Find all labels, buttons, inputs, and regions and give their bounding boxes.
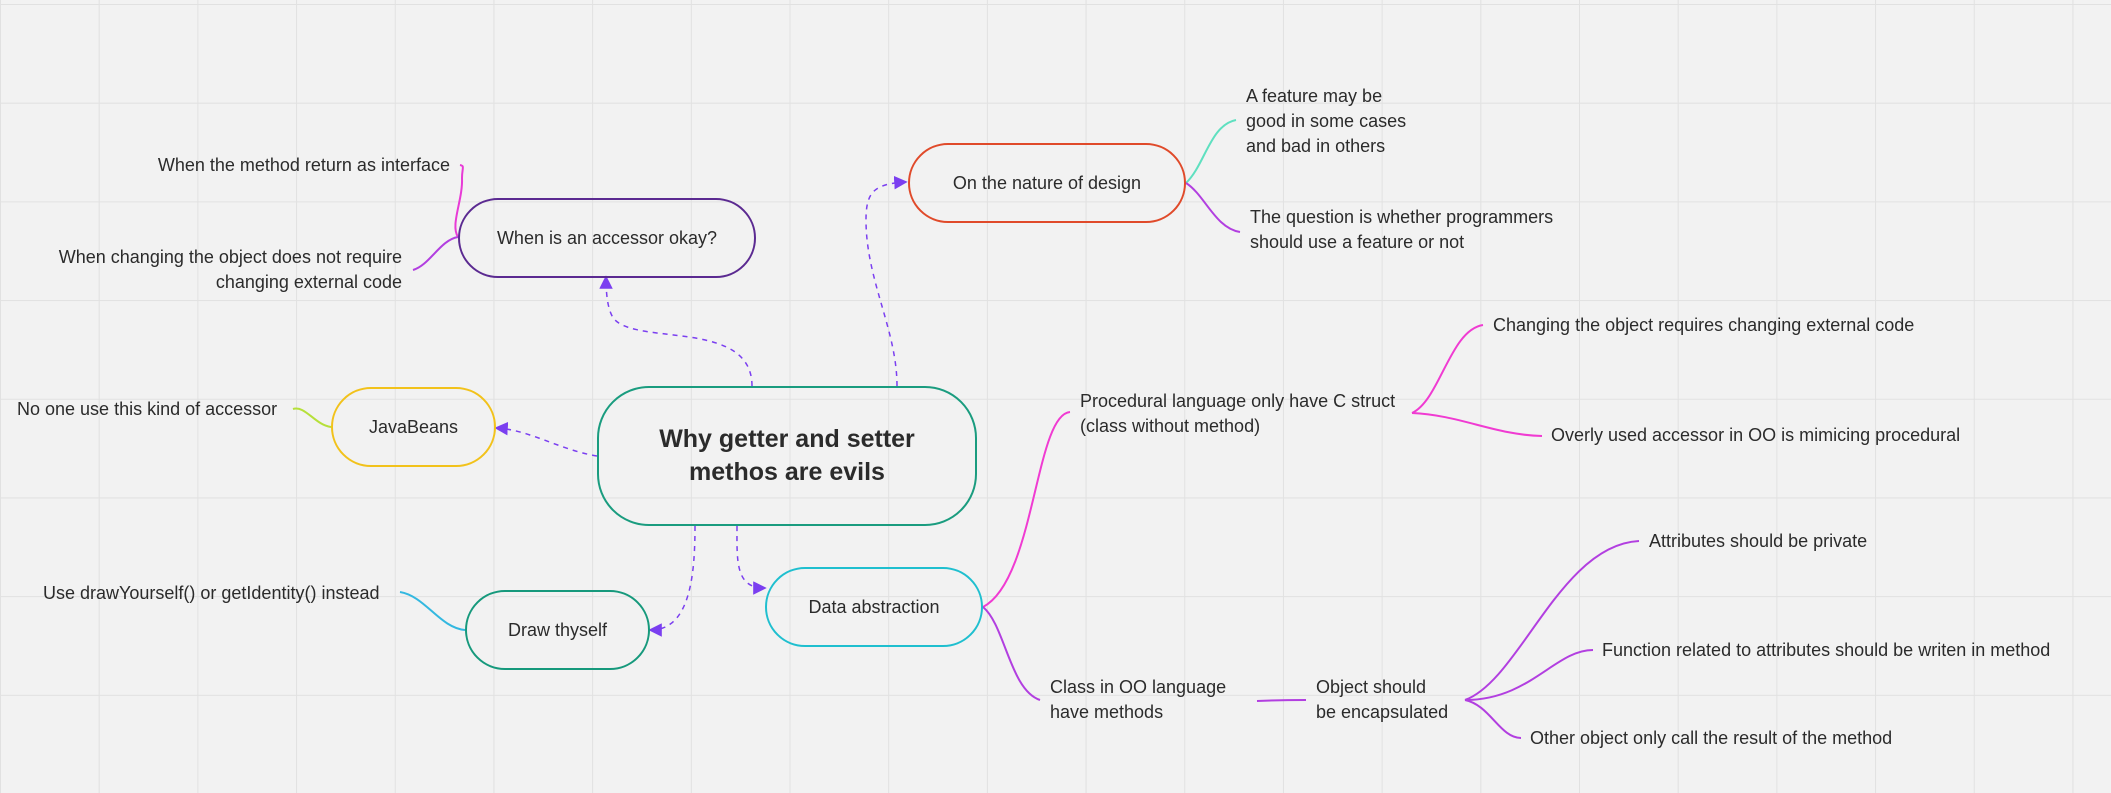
connector-procedural-language bbox=[982, 411, 1071, 608]
arrow-center-to-javabeans bbox=[494, 421, 598, 457]
accessor-okay-node[interactable]: When is an accessor okay? bbox=[458, 198, 756, 278]
leaf-changing-requires-external[interactable]: Changing the object requires changing ex… bbox=[1493, 315, 1915, 335]
nature-design-label: On the nature of design bbox=[952, 172, 1142, 193]
central-topic-node[interactable]: Why getter and setter methos are evils bbox=[597, 386, 977, 526]
leaf-method-return-interface[interactable]: When the method return as interface bbox=[157, 155, 450, 175]
arrow-center-to-draw-thyself bbox=[648, 525, 696, 637]
connector-changing-object-no-external bbox=[412, 236, 459, 271]
draw-thyself-node[interactable]: Draw thyself bbox=[465, 590, 650, 670]
arrow-center-to-accessor-okay bbox=[599, 275, 753, 387]
connector-attributes-private bbox=[1464, 540, 1640, 701]
leaf-overly-used-accessor[interactable]: Overly used accessor in OO is mimicing p… bbox=[1551, 425, 1961, 445]
data-abstraction-node[interactable]: Data abstraction bbox=[765, 567, 983, 647]
connector-overly-used-accessor bbox=[1411, 412, 1543, 437]
connector-other-object-call bbox=[1464, 699, 1522, 739]
connector-question-programmers bbox=[1185, 182, 1241, 233]
leaf-procedural-language[interactable]: Procedural language only have C struct (… bbox=[1080, 391, 1396, 436]
connector-no-one-use bbox=[292, 407, 332, 428]
javabeans-label: JavaBeans bbox=[368, 416, 459, 437]
javabeans-node[interactable]: JavaBeans bbox=[331, 387, 496, 467]
leaf-changing-object-no-external[interactable]: When changing the object does not requir… bbox=[58, 247, 402, 292]
nature-design-node[interactable]: On the nature of design bbox=[908, 143, 1186, 223]
central-topic-label: Why getter and setter methos are evils bbox=[659, 425, 915, 486]
leaf-no-one-use[interactable]: No one use this kind of accessor bbox=[17, 399, 278, 419]
leaf-feature-good-bad[interactable]: A feature may be good in some cases and … bbox=[1246, 86, 1407, 156]
leaf-object-encapsulated[interactable]: Object should be encapsulated bbox=[1316, 677, 1449, 722]
leaf-function-related[interactable]: Function related to attributes should be… bbox=[1602, 640, 2051, 660]
leaf-attributes-private[interactable]: Attributes should be private bbox=[1649, 531, 1868, 551]
connector-class-to-object bbox=[1256, 699, 1307, 702]
data-abstraction-label: Data abstraction bbox=[808, 596, 940, 617]
leaf-other-object-call[interactable]: Other object only call the result of the… bbox=[1530, 728, 1893, 748]
arrow-center-to-data-abstraction bbox=[736, 525, 767, 595]
leaf-question-programmers[interactable]: The question is whether programmers shou… bbox=[1250, 207, 1554, 252]
connector-use-drawyourself bbox=[399, 591, 466, 631]
connector-changing-requires-external bbox=[1411, 324, 1484, 414]
draw-thyself-label: Draw thyself bbox=[507, 619, 608, 640]
accessor-okay-label: When is an accessor okay? bbox=[496, 227, 718, 248]
connector-function-related bbox=[1464, 649, 1594, 701]
leaf-class-in-oo[interactable]: Class in OO language have methods bbox=[1050, 677, 1227, 722]
leaf-use-drawyourself[interactable]: Use drawYourself() or getIdentity() inst… bbox=[43, 583, 380, 603]
connector-class-in-oo bbox=[982, 606, 1041, 701]
connector-feature-good-bad bbox=[1185, 119, 1237, 184]
arrow-center-to-nature-design bbox=[865, 175, 908, 387]
